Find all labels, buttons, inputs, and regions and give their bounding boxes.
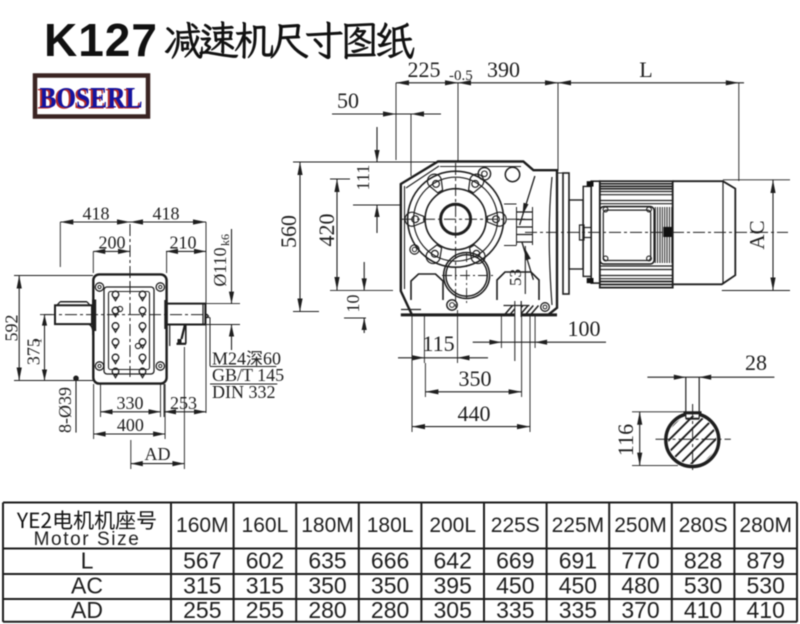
svg-text:418: 418 xyxy=(153,204,180,224)
svg-text:AC: AC xyxy=(71,573,103,599)
svg-text:200L: 200L xyxy=(429,514,476,537)
svg-text:315: 315 xyxy=(246,573,284,599)
svg-text:100: 100 xyxy=(568,316,601,341)
svg-text:28: 28 xyxy=(745,350,767,375)
svg-text:642: 642 xyxy=(434,548,472,574)
svg-text:Ø110: Ø110 xyxy=(210,247,230,286)
svg-text:160M: 160M xyxy=(176,514,229,537)
svg-text:350: 350 xyxy=(308,573,346,599)
svg-text:60: 60 xyxy=(263,349,281,369)
svg-text:669: 669 xyxy=(496,548,534,574)
svg-text:305: 305 xyxy=(434,597,472,623)
svg-text:250M: 250M xyxy=(614,514,667,537)
svg-text:315: 315 xyxy=(183,573,221,599)
svg-text:k6: k6 xyxy=(218,234,232,246)
svg-text:440: 440 xyxy=(458,401,491,426)
svg-text:210: 210 xyxy=(170,233,197,253)
svg-text:225: 225 xyxy=(408,57,441,82)
svg-text:410: 410 xyxy=(684,597,722,623)
svg-text:255: 255 xyxy=(183,597,221,623)
svg-text:225S: 225S xyxy=(491,514,540,537)
svg-text:180L: 180L xyxy=(367,514,414,537)
svg-text:253: 253 xyxy=(170,393,197,413)
svg-text:AD: AD xyxy=(71,597,103,623)
svg-text:AD: AD xyxy=(145,444,171,464)
svg-text:53: 53 xyxy=(506,269,525,286)
svg-text:330: 330 xyxy=(117,393,144,413)
svg-text:395: 395 xyxy=(434,573,472,599)
svg-text:335: 335 xyxy=(496,597,534,623)
svg-text:567: 567 xyxy=(183,548,221,574)
svg-text:225M: 225M xyxy=(552,514,605,537)
svg-text:Motor Size: Motor Size xyxy=(34,529,141,550)
svg-text:180M: 180M xyxy=(301,514,354,537)
svg-text:350: 350 xyxy=(371,573,409,599)
svg-text:370: 370 xyxy=(621,597,659,623)
svg-text:280: 280 xyxy=(371,597,409,623)
svg-text:592: 592 xyxy=(2,315,22,342)
svg-text:530: 530 xyxy=(747,573,785,599)
svg-text:335: 335 xyxy=(559,597,597,623)
svg-text:L: L xyxy=(639,57,652,82)
svg-text:666: 666 xyxy=(371,548,409,574)
svg-text:111: 111 xyxy=(353,165,373,191)
svg-text:1: 1 xyxy=(33,338,45,344)
svg-text:200: 200 xyxy=(99,233,126,253)
svg-text:530: 530 xyxy=(684,573,722,599)
svg-text:400: 400 xyxy=(117,415,144,435)
svg-text:255: 255 xyxy=(246,597,284,623)
svg-text:691: 691 xyxy=(559,548,597,574)
svg-text:375: 375 xyxy=(24,338,44,365)
svg-text:DIN 332: DIN 332 xyxy=(212,382,276,402)
svg-text:115: 115 xyxy=(422,331,454,356)
svg-text:350: 350 xyxy=(459,366,492,391)
svg-text:280S: 280S xyxy=(679,514,728,537)
svg-text:450: 450 xyxy=(496,573,534,599)
svg-text:8-Ø39: 8-Ø39 xyxy=(55,387,75,433)
svg-text:420: 420 xyxy=(314,214,339,247)
svg-text:50: 50 xyxy=(337,88,359,113)
svg-text:10: 10 xyxy=(343,295,363,313)
svg-text:450: 450 xyxy=(559,573,597,599)
svg-text:828: 828 xyxy=(684,548,722,574)
svg-text:560: 560 xyxy=(276,215,301,248)
svg-text:AC: AC xyxy=(745,220,769,249)
svg-text:K127: K127 xyxy=(44,14,158,66)
svg-text:879: 879 xyxy=(747,548,785,574)
svg-text:602: 602 xyxy=(246,548,284,574)
svg-text:-0.5: -0.5 xyxy=(449,68,473,84)
svg-text:390: 390 xyxy=(487,57,520,82)
svg-text:BOSERL: BOSERL xyxy=(40,82,143,115)
svg-text:770: 770 xyxy=(621,548,659,574)
svg-text:116: 116 xyxy=(613,424,638,456)
svg-text:280M: 280M xyxy=(739,514,792,537)
svg-text:480: 480 xyxy=(621,573,659,599)
svg-text:418: 418 xyxy=(83,204,110,224)
svg-text:BOSERL: BOSERL xyxy=(38,83,141,116)
svg-text:GB/T 145: GB/T 145 xyxy=(212,365,284,385)
svg-text:410: 410 xyxy=(747,597,785,623)
svg-text:635: 635 xyxy=(308,548,346,574)
svg-text:L: L xyxy=(81,548,94,574)
svg-text:280: 280 xyxy=(308,597,346,623)
svg-text:M24: M24 xyxy=(212,349,246,369)
svg-text:160L: 160L xyxy=(242,514,289,537)
